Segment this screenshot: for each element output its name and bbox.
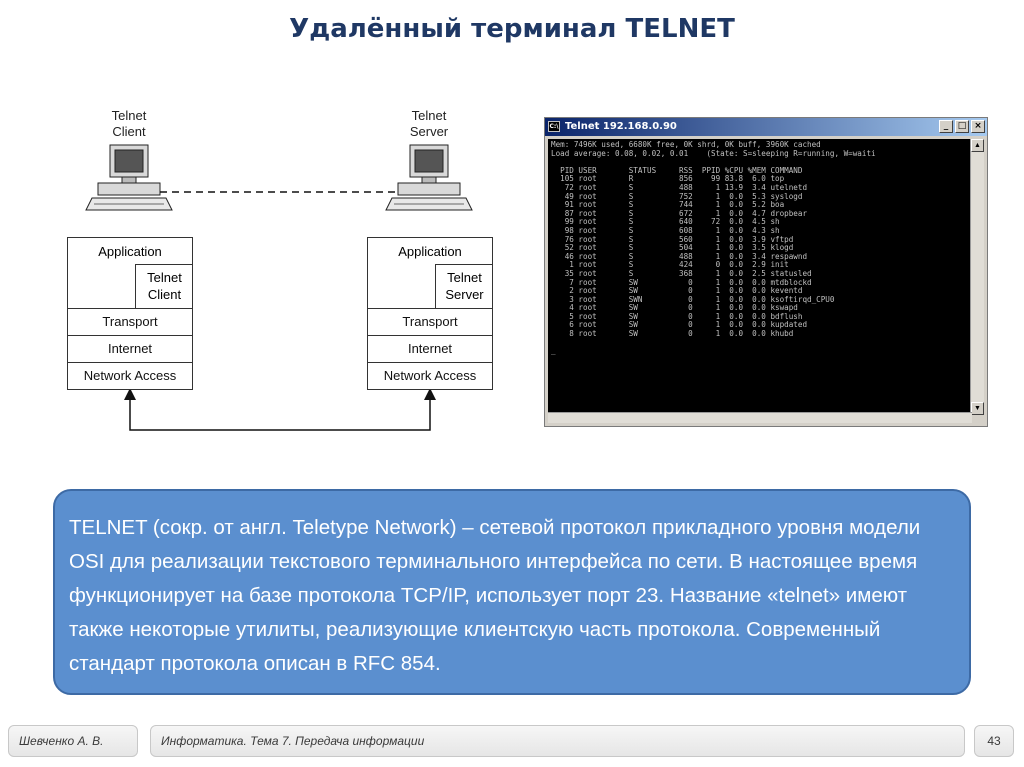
info-text: TELNET (сокр. от англ. Teletype Network)… [69,511,949,681]
terminal-titlebar[interactable]: C:\ Telnet 192.168.0.90 _ □ × [545,118,987,136]
slide-title: Удалённый терминал TELNET [0,14,1024,44]
scroll-up-icon[interactable]: ▲ [971,139,984,152]
terminal-title: Telnet 192.168.0.90 [565,121,677,132]
server-application-layer: Application Telnet Server [368,238,492,308]
vertical-scrollbar[interactable]: ▲ ▼ [970,139,984,415]
telnet-server-box: Telnet Server [435,264,493,308]
scroll-down-icon[interactable]: ▼ [971,402,984,415]
client-transport-layer: Transport [68,308,192,335]
minimize-button[interactable]: _ [939,120,953,133]
info-box: TELNET (сокр. от англ. Teletype Network)… [53,489,971,695]
terminal-line [551,339,969,348]
server-transport-layer: Transport [368,308,492,335]
client-internet-layer: Internet [68,335,192,362]
client-protocol-stack: Application Telnet Client Transport Inte… [67,237,193,390]
horizontal-scrollbar[interactable] [548,412,972,423]
telnet-diagram: Telnet Client Telnet Server Application … [60,100,500,440]
server-label: Telnet Server [384,108,474,140]
telnet-terminal-window[interactable]: C:\ Telnet 192.168.0.90 _ □ × Mem: 7496K… [544,117,988,427]
terminal-line: 8 root SW 0 1 0.0 0.0 khubd [551,330,969,339]
maximize-button[interactable]: □ [955,120,969,133]
console-icon: C:\ [548,121,560,132]
client-network-access-layer: Network Access [68,362,192,389]
terminal-line: Load average: 0.08, 0.02, 0.01 (State: S… [551,150,969,159]
server-computer-icon [386,145,472,210]
telnet-client-box: Telnet Client [135,264,193,308]
footer-author: Шевченко А. В. [8,725,138,757]
terminal-output[interactable]: Mem: 7496K used, 6680K free, 0K shrd, 0K… [548,139,972,415]
server-internet-layer: Internet [368,335,492,362]
page-number: 43 [974,725,1014,757]
client-computer-icon [86,145,172,210]
client-label: Telnet Client [84,108,174,140]
client-application-layer: Application Telnet Client [68,238,192,308]
network-path-line [130,398,430,430]
terminal-line: _ [551,347,969,356]
close-button[interactable]: × [971,120,985,133]
server-network-access-layer: Network Access [368,362,492,389]
server-protocol-stack: Application Telnet Server Transport Inte… [367,237,493,390]
footer-subject: Информатика. Тема 7. Передача информации [150,725,965,757]
